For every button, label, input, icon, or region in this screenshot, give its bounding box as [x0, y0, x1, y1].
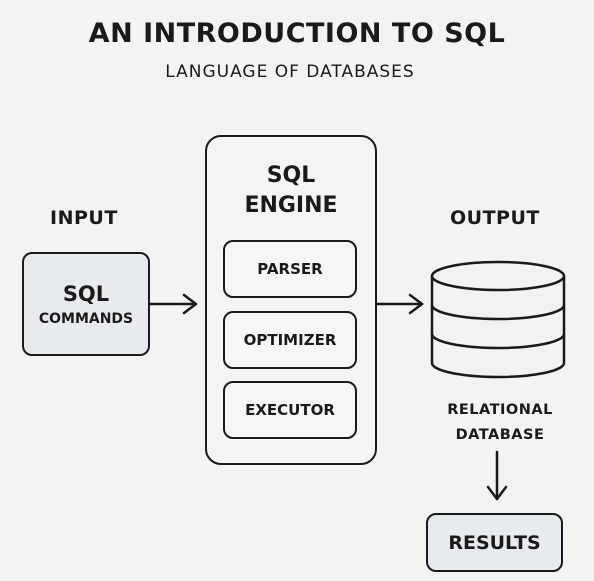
sql-commands-line2: COMMANDS: [38, 310, 134, 327]
input-heading: INPUT: [50, 207, 118, 229]
optimizer-box: OPTIMIZER: [223, 311, 357, 369]
database-cylinder-icon: [430, 260, 566, 379]
output-heading: OUTPUT: [450, 207, 540, 229]
database-caption: RELATIONAL DATABASE: [430, 398, 570, 448]
results-box: RESULTS: [426, 513, 563, 572]
database-caption-line1: RELATIONAL: [447, 402, 553, 418]
page-subtitle: LANGUAGE OF DATABASES: [165, 62, 415, 82]
database-caption-line2: DATABASE: [455, 427, 545, 443]
sql-commands-box: SQL COMMANDS: [22, 252, 150, 356]
sql-engine-title-line2: ENGINE: [244, 193, 338, 218]
parser-box: PARSER: [223, 240, 357, 298]
arrow-right-icon: [375, 293, 424, 315]
executor-box: EXECUTOR: [223, 381, 357, 439]
arrow-right-icon: [148, 293, 198, 315]
sql-engine-title-line1: SQL: [266, 163, 316, 188]
page-title: AN INTRODUCTION TO SQL: [88, 18, 506, 49]
sql-engine-title: SQL ENGINE: [207, 161, 375, 221]
arrow-down-icon: [486, 450, 508, 501]
sql-commands-line1: SQL: [62, 281, 110, 306]
